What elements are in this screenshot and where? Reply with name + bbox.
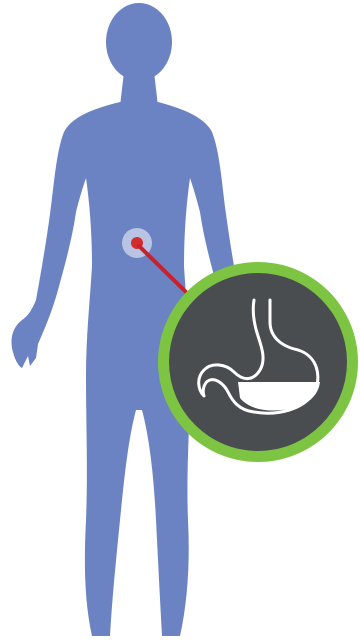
stomach-callout xyxy=(158,262,358,462)
neck xyxy=(120,72,158,106)
head xyxy=(106,3,172,81)
callout-disc xyxy=(169,273,347,451)
